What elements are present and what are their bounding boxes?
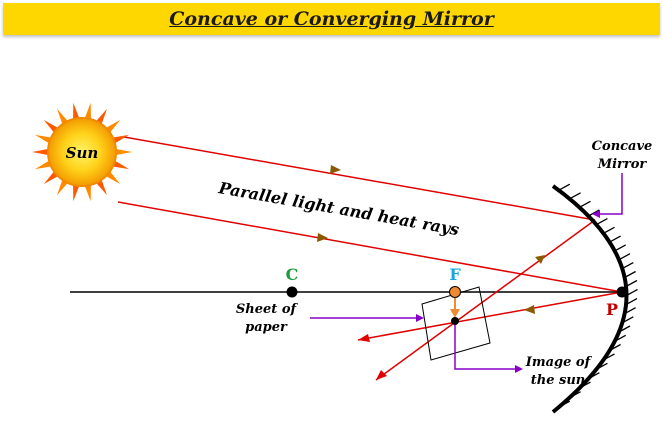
mirror-hatch-mark bbox=[588, 372, 600, 380]
mirror-label-line1: Concave bbox=[592, 139, 653, 154]
ray-arrow-2 bbox=[317, 233, 328, 242]
paper-pointer-arrowhead bbox=[416, 314, 424, 322]
ray-arrow-1 bbox=[330, 165, 341, 174]
focus-label: F bbox=[449, 265, 461, 284]
mirror-hatch-mark bbox=[626, 288, 638, 297]
mirror-hatch-mark bbox=[603, 353, 615, 361]
image-label-line2: the sun bbox=[531, 373, 585, 388]
sun-label: Sun bbox=[66, 144, 99, 162]
mirror-hatch-mark bbox=[603, 226, 615, 234]
reflected-ray-2-arrowhead bbox=[358, 334, 370, 342]
mirror-hatch-mark bbox=[618, 325, 631, 333]
mirror-hatch-mark bbox=[614, 244, 627, 252]
incident-ray-2 bbox=[117, 201, 623, 293]
mirror-hatch-mark bbox=[609, 235, 621, 243]
mirror-hatch-mark bbox=[624, 270, 636, 279]
rays-label: Parallel light and heat rays bbox=[216, 178, 460, 239]
center-of-curvature-point bbox=[286, 286, 298, 298]
ray-arrow-4 bbox=[524, 305, 535, 314]
sun-image-point bbox=[451, 317, 459, 325]
reflected-ray-1-arrowhead bbox=[376, 370, 387, 380]
mirror-hatch-mark bbox=[614, 334, 627, 342]
paper-label-line2: paper bbox=[245, 320, 288, 335]
mirror-hatch-mark bbox=[579, 200, 591, 208]
image-pointer bbox=[454, 325, 517, 370]
image-label-line1: Image of bbox=[525, 355, 593, 370]
mirror-hatch-mark bbox=[596, 362, 608, 370]
concave-mirror bbox=[551, 183, 638, 414]
mirror-hatch-mark bbox=[588, 209, 600, 217]
mirror-hatch-mark bbox=[558, 400, 571, 408]
mirror-hatch-mark bbox=[569, 391, 581, 399]
sun-icon bbox=[32, 102, 132, 202]
ray-arrow-3 bbox=[535, 255, 545, 264]
focus-to-image-arrowhead bbox=[450, 309, 460, 318]
focus-point bbox=[449, 286, 461, 298]
mirror-hatch-mark bbox=[618, 253, 631, 261]
mirror-hatch-mark bbox=[596, 218, 608, 226]
mirror-hatch-mark bbox=[624, 307, 636, 315]
center-of-curvature-label: C bbox=[286, 265, 299, 284]
reflected-ray-2 bbox=[357, 291, 623, 341]
mirror-hatch-mark bbox=[625, 279, 638, 288]
pole-label: P bbox=[606, 300, 618, 319]
incident-ray-1 bbox=[123, 136, 596, 221]
reflected-ray-1 bbox=[375, 219, 596, 381]
page-title: Concave or Converging Mirror bbox=[169, 8, 494, 30]
mirror-pointer bbox=[598, 173, 623, 215]
mirror-hatch-mark bbox=[579, 381, 591, 389]
title-banner: Concave or Converging Mirror bbox=[3, 3, 660, 35]
pole-point bbox=[616, 286, 628, 298]
image-pointer-arrowhead bbox=[515, 365, 523, 373]
mirror-hatch-mark bbox=[558, 183, 571, 191]
mirror-hatch-mark bbox=[625, 298, 638, 306]
mirror-hatch-mark bbox=[621, 262, 634, 270]
mirror-label-line2: Mirror bbox=[597, 157, 648, 172]
mirror-hatch-mark bbox=[609, 343, 621, 352]
mirror-pointer-arrowhead bbox=[592, 210, 600, 218]
mirror-hatch-mark bbox=[569, 192, 581, 200]
mirror-hatch-mark bbox=[621, 316, 634, 324]
paper-label-line1: Sheet of bbox=[236, 302, 299, 317]
